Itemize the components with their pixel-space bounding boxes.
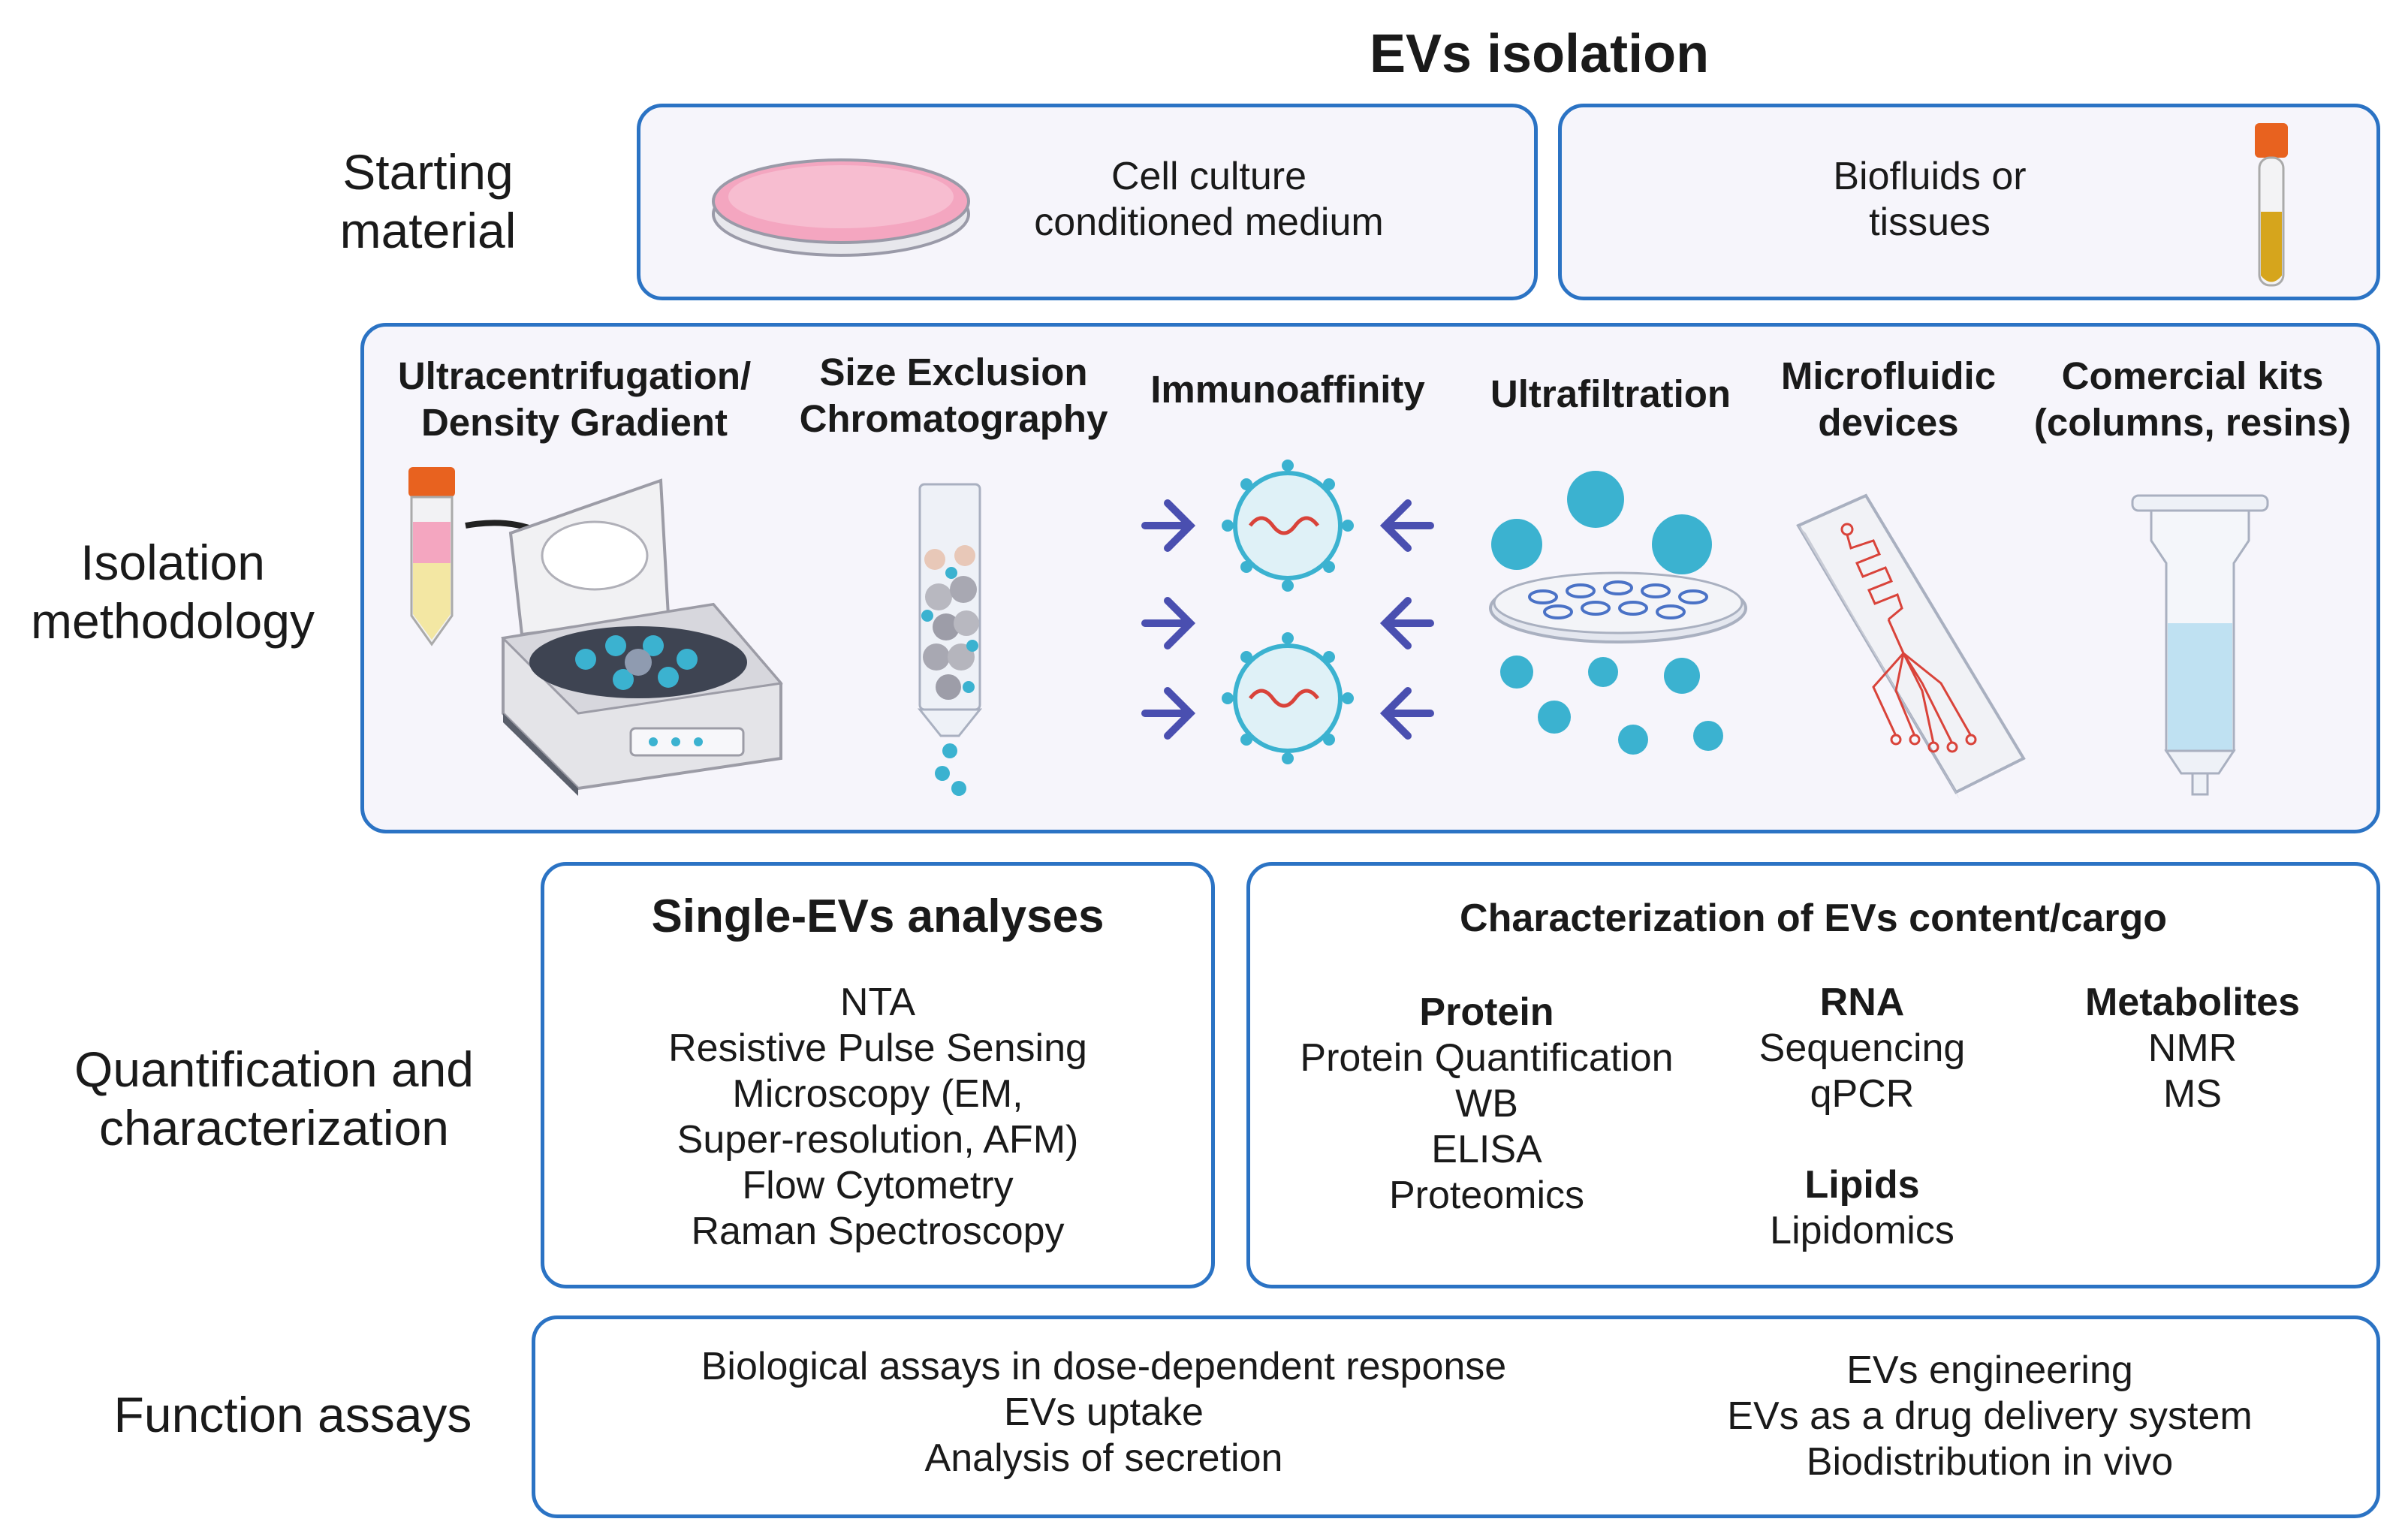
immunoaffinity-icon	[1141, 460, 1434, 764]
single-evs-list: NTA Resistive Pulse Sensing Microscopy (…	[541, 980, 1215, 1255]
list-item: Analysis of secretion	[924, 1436, 1283, 1480]
ultrafiltration-icon	[1489, 471, 1747, 755]
list-item: WB	[1455, 1082, 1518, 1126]
cargo-title: Characterization of EVs content/cargo	[1460, 897, 2167, 940]
row-label-line: Isolation	[80, 535, 265, 590]
row-label-function-assays: Function assays	[113, 1387, 472, 1442]
text-line: Size Exclusion	[819, 351, 1088, 393]
text-line: Microfluidic	[1780, 354, 1997, 397]
row-label-quantification: Quantification and characterization	[45, 1040, 503, 1157]
list-item: ELISA	[1431, 1128, 1542, 1171]
lipids-column: Lipids Lipidomics	[1719, 1162, 2005, 1254]
list-item: MS	[2163, 1072, 2222, 1116]
method-label-ultrafiltration: Ultrafiltration	[1475, 371, 1746, 417]
list-item: NMR	[2147, 1026, 2238, 1070]
cargo-box	[1246, 862, 2380, 1288]
row-label-line: material	[339, 203, 517, 258]
sec-column-icon	[917, 483, 983, 796]
method-label-commercial-kits: Comercial kits (columns, resins)	[2012, 353, 2373, 446]
row-label-line: methodology	[31, 593, 315, 649]
method-label-ultracentrifugation: Ultracentrifugation/ Density Gradient	[379, 353, 770, 446]
row-label-line: characterization	[99, 1100, 449, 1156]
text-line: Ultrafiltration	[1490, 372, 1731, 415]
text-line: Chromatography	[799, 397, 1108, 440]
method-label-sec: Size Exclusion Chromatography	[777, 349, 1130, 442]
lipids-heading: Lipids	[1804, 1163, 1920, 1207]
list-item: Biodistribution in vivo	[1806, 1440, 2174, 1484]
text-line: Biofluids or	[1833, 155, 2027, 198]
list-item: Microscopy (EM,	[732, 1072, 1023, 1116]
list-item: EVs engineering	[1846, 1349, 2133, 1392]
row-label-line: Starting	[342, 144, 514, 200]
text-line: Ultracentrifugation/	[397, 354, 752, 397]
text-line: devices	[1818, 401, 1959, 444]
page-title: EVs isolation	[1369, 24, 1710, 84]
text-line: conditioned medium	[1034, 200, 1384, 244]
text-line: Cell culture	[1111, 155, 1307, 198]
list-item: qPCR	[1810, 1072, 1915, 1116]
petri-dish-icon	[712, 158, 970, 257]
cell-culture-text: Cell culture conditioned medium	[999, 154, 1419, 246]
single-evs-box	[541, 862, 1215, 1288]
protein-column: Protein Protein Quantification WB ELISA …	[1276, 990, 1697, 1219]
list-item: Lipidomics	[1770, 1209, 1954, 1252]
metabolites-heading: Metabolites	[2084, 981, 2301, 1024]
text-line: Comercial kits	[2061, 354, 2324, 397]
blood-tube-icon	[2255, 123, 2288, 287]
function-assays-left: Biological assays in dose-dependent resp…	[571, 1344, 1637, 1481]
row-label-isolation-methodology: Isolation methodology	[15, 533, 330, 650]
spin-column-icon	[2131, 494, 2269, 796]
list-item: Biological assays in dose-dependent resp…	[701, 1345, 1507, 1388]
list-item: Proteomics	[1388, 1174, 1585, 1217]
text-line: (columns, resins)	[2033, 401, 2352, 444]
row-label-line: Quantification and	[74, 1041, 475, 1097]
biofluids-box	[1558, 104, 2380, 300]
list-item: Sequencing	[1759, 1026, 1966, 1070]
list-item: Protein Quantification	[1300, 1036, 1674, 1080]
biofluids-text: Biofluids or tissues	[1750, 154, 2110, 246]
method-label-immunoaffinity: Immunoaffinity	[1138, 366, 1438, 413]
protein-heading: Protein	[1419, 990, 1554, 1034]
list-item: NTA	[839, 981, 916, 1024]
text-line: Density Gradient	[420, 401, 728, 444]
metabolites-column: Metabolites NMR MS	[2057, 980, 2328, 1117]
method-label-microfluidic: Microfluidic devices	[1761, 353, 2016, 446]
row-label-starting-material: Starting material	[300, 143, 556, 260]
list-item: EVs as a drug delivery system	[1727, 1394, 2253, 1438]
list-item: Resistive Pulse Sensing	[668, 1026, 1087, 1070]
text-line: Immunoaffinity	[1150, 368, 1425, 411]
list-item: EVs uptake	[1004, 1391, 1204, 1434]
rna-heading: RNA	[1819, 981, 1905, 1024]
single-evs-title: Single-EVs analyses	[651, 891, 1105, 942]
isolation-methodology-box	[360, 323, 2380, 833]
text-line: tissues	[1869, 200, 1991, 244]
list-item: Flow Cytometry	[742, 1164, 1014, 1207]
function-assays-box	[532, 1315, 2380, 1518]
function-assays-right: EVs engineering EVs as a drug delivery s…	[1652, 1348, 2328, 1485]
list-item: Raman Spectroscopy	[691, 1210, 1065, 1253]
list-item: Super-resolution, AFM)	[677, 1118, 1079, 1162]
rna-column: RNA Sequencing qPCR	[1719, 980, 2005, 1117]
centrifuge-icon	[408, 467, 783, 796]
microfluidic-chip-icon	[1796, 493, 2026, 800]
